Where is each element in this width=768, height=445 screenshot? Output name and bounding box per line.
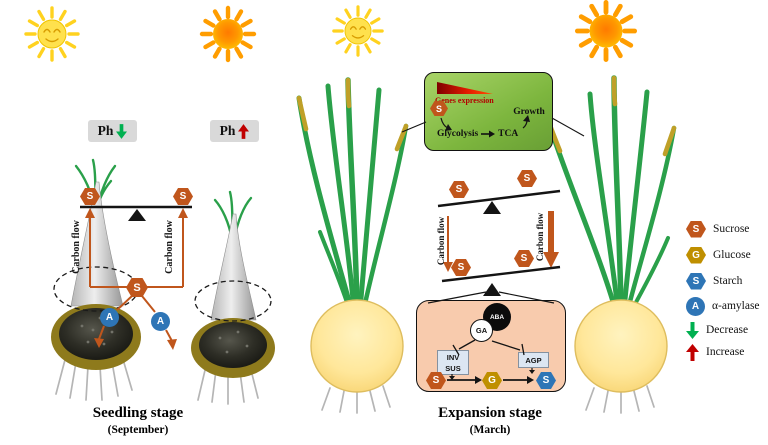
agp-label: AGP xyxy=(525,355,542,365)
legend-label: Increase xyxy=(706,346,745,358)
legend-item-glucose: G Glucose xyxy=(686,245,751,265)
agp-enzyme-box: AGP xyxy=(518,352,549,368)
increase-arrow-icon xyxy=(686,343,699,361)
carbon-flow-label: Carbon flow xyxy=(436,216,446,266)
starch-hexagon: S xyxy=(536,372,556,389)
ga-hormone-circle: GA xyxy=(470,319,493,342)
alpha-amylase-circle: A xyxy=(151,312,170,331)
weak-sun-icon-2 xyxy=(332,5,384,57)
seedling-plant-right xyxy=(191,190,275,405)
weak-sun-icon-1 xyxy=(24,6,80,62)
carbon-flow-label: Carbon flow xyxy=(71,220,82,274)
right-arrow-icon xyxy=(481,130,496,138)
ph-label: Ph xyxy=(219,123,236,138)
legend-item-sucrose: S Sucrose xyxy=(686,219,749,239)
expansion-stage-title: Expansion stage xyxy=(438,405,542,421)
carbon-flow-label: Carbon flow xyxy=(164,220,175,274)
increase-arrow-icon xyxy=(238,123,250,139)
seedling-stage-subtitle: (September) xyxy=(107,424,169,436)
legend-label: Starch xyxy=(713,275,743,287)
carbon-flow-label: Carbon flow xyxy=(535,212,545,262)
genes-expression-label: Genes expression xyxy=(435,96,494,105)
sucrose-hexagon: S xyxy=(426,372,446,389)
expansion-plant-right xyxy=(545,75,677,414)
legend-item-amylase: A α-amylase xyxy=(686,296,760,316)
legend-item-starch: S Starch xyxy=(686,271,742,291)
expansion-stage-subtitle: (March) xyxy=(469,424,511,436)
sucrose-hexagon: S xyxy=(430,101,448,116)
sucrose-hexagon: S xyxy=(126,278,148,297)
growth-label: Growth xyxy=(513,107,545,117)
sucrose-hexagon: S xyxy=(449,181,469,198)
sus-label: SUS xyxy=(445,363,461,373)
aba-hormone-circle: ABA xyxy=(483,303,511,331)
photosynthesis-increase-badge: Ph xyxy=(210,120,259,142)
starch-hexagon: S xyxy=(686,272,706,290)
strong-sun-icon-1 xyxy=(202,8,254,60)
glucose-hexagon: G xyxy=(686,246,706,264)
decrease-arrow-icon xyxy=(116,123,128,139)
photosynthesis-decrease-badge: Ph xyxy=(88,120,137,142)
expansion-plant-left xyxy=(296,77,409,414)
legend-label: α-amylase xyxy=(712,300,760,312)
tca-label: TCA xyxy=(498,129,519,139)
legend-item-decrease: Decrease xyxy=(686,320,748,340)
sucrose-hexagon: S xyxy=(451,259,471,276)
glycolysis-tca-row: Glycolysis TCA xyxy=(437,129,547,139)
legend-label: Decrease xyxy=(706,324,749,336)
glucose-hexagon: G xyxy=(482,372,502,389)
alpha-amylase-circle: A xyxy=(686,296,705,316)
alpha-amylase-circle: A xyxy=(100,308,119,327)
legend-label: Glucose xyxy=(713,249,751,261)
ph-label: Ph xyxy=(97,123,114,138)
sucrose-hexagon: S xyxy=(514,250,534,267)
decrease-arrow-icon xyxy=(686,321,699,339)
inv-sus-enzyme-box: INV SUS xyxy=(437,350,469,375)
inv-label: INV xyxy=(446,352,460,362)
sucrose-hexagon: S xyxy=(173,188,193,205)
gene-expression-gradient-icon xyxy=(437,82,493,94)
glycolysis-label: Glycolysis xyxy=(437,129,479,139)
sucrose-hexagon: S xyxy=(80,188,100,205)
sucrose-hexagon: S xyxy=(686,220,706,238)
legend-label: Sucrose xyxy=(713,223,750,235)
seedling-stage-title: Seedling stage xyxy=(92,405,184,421)
legend-item-increase: Increase xyxy=(686,342,744,362)
strong-sun-icon-2 xyxy=(577,2,634,59)
sucrose-hexagon: S xyxy=(517,170,537,187)
